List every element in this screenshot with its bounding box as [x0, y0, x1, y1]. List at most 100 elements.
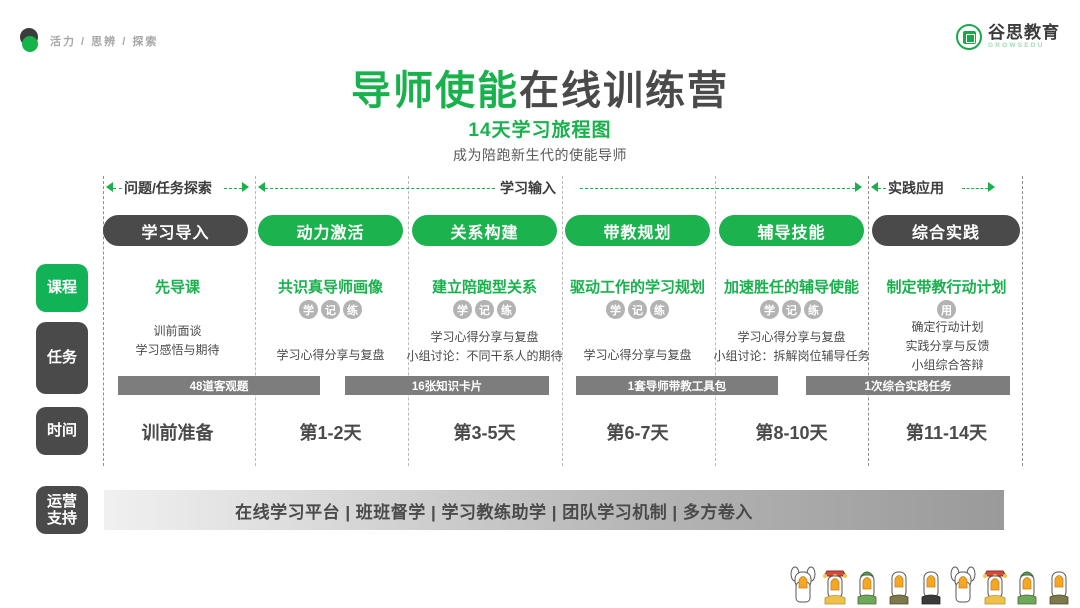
task-list-1: 训前面谈 学习感悟与期待	[90, 322, 265, 360]
task-item: 训前面谈	[153, 324, 202, 338]
badge-practice: 练	[497, 300, 516, 319]
stage-pill-1[interactable]: 学习导入	[103, 215, 248, 246]
badge-group-2: 学 记 练	[253, 300, 408, 319]
divider-phase-end	[1022, 176, 1023, 466]
phase-line-1b	[224, 188, 242, 189]
page-title-dark: 在线训练营	[519, 69, 729, 113]
page-title: 导师使能在线训练营	[0, 58, 1080, 116]
phase-line-2a	[265, 188, 495, 189]
stage-pill-3[interactable]: 关系构建	[412, 215, 557, 246]
course-name-3: 建立陪跑型关系	[431, 279, 537, 296]
phase-line-2b	[580, 188, 855, 189]
badge-practice: 练	[804, 300, 823, 319]
phase-label-1: 问题/任务探索	[124, 180, 212, 196]
divider-col-5	[868, 176, 869, 466]
row-label-course: 课程	[36, 264, 88, 312]
divider-col-3	[562, 176, 563, 466]
row-label-support-line2: 支持	[46, 510, 77, 527]
course-name-1: 先导课	[154, 279, 200, 296]
deliverable-bar-2: 16张知识卡片	[345, 376, 549, 395]
time-cell-3: 第3-5天	[453, 423, 516, 443]
task-list-4: 学习心得分享与复盘	[550, 346, 725, 365]
task-list-6: 确定行动计划 实践分享与反馈 小组综合答辩	[860, 318, 1035, 376]
brand-tagline: 活力 / 思辨 / 探索	[50, 36, 159, 48]
arrow-right-icon-phase-3	[988, 182, 995, 192]
phase-label-2: 学习输入	[500, 180, 556, 196]
arrow-right-icon-phase-2	[855, 182, 862, 192]
task-item: 学习心得分享与复盘	[737, 330, 846, 344]
growsedu-mark-icon	[956, 24, 982, 50]
badge-group-6: 用	[869, 300, 1024, 319]
mascot-group	[788, 564, 1074, 606]
badge-group-3: 学 记 练	[407, 300, 562, 319]
logo-name-en: GROWSEDU	[988, 42, 1045, 50]
badge-practice: 练	[343, 300, 362, 319]
divider-col-2	[408, 176, 409, 466]
logo-name-cn: 谷思教育	[988, 23, 1060, 43]
row-label-time: 时间	[36, 407, 88, 455]
duck-mascot-icon	[823, 570, 847, 605]
task-list-3: 学习心得分享与复盘 小组讨论：不同干系人的期待	[397, 328, 572, 366]
duck-mascot-icon	[950, 566, 976, 603]
page-subtitle: 14天学习旅程图	[468, 120, 612, 141]
journey-board: 问题/任务探索 学习输入 实践应用 课程 任务 时间 学习导入 先导课 训前面谈…	[0, 176, 1080, 476]
top-bar: 活力 / 思辨 / 探索 谷思教育 GROWSEDU	[0, 0, 1080, 62]
stage-pill-2[interactable]: 动力激活	[258, 215, 403, 246]
task-item: 实践分享与反馈	[905, 339, 990, 354]
support-banner-text: 在线学习平台 | 班班督学 | 学习教练助学 | 团队学习机制 | 多方卷入	[235, 502, 753, 522]
duck-mascot-icon	[889, 571, 909, 605]
arrow-left-icon-phase-3	[871, 182, 878, 192]
arrow-left-icon-phase-1	[106, 182, 113, 192]
phase-line-3b	[962, 188, 988, 189]
duck-mascot-icon	[921, 571, 941, 605]
course-name-5: 加速胜任的辅导使能	[723, 279, 859, 296]
divider-col-1	[255, 176, 256, 466]
task-item: 学习感悟与期待	[135, 343, 220, 358]
time-cell-5: 第8-10天	[755, 423, 828, 443]
badge-learn: 学	[453, 300, 472, 319]
badge-apply: 用	[937, 300, 956, 319]
task-item: 学习心得分享与复盘	[583, 348, 692, 362]
support-row: 运营 支持 在线学习平台 | 班班督学 | 学习教练助学 | 团队学习机制 | …	[0, 482, 1080, 538]
badge-note: 记	[782, 300, 801, 319]
row-label-support: 运营 支持	[36, 486, 88, 534]
badge-practice: 练	[650, 300, 669, 319]
time-cell-2: 第1-2天	[299, 423, 362, 443]
row-label-task: 任务	[36, 322, 88, 394]
duck-mascot-icon	[983, 570, 1007, 605]
time-cell-4: 第6-7天	[606, 423, 669, 443]
arrow-right-icon-phase-1	[242, 182, 249, 192]
stage-pill-4[interactable]: 带教规划	[565, 215, 710, 246]
course-name-2: 共识真导师画像	[277, 279, 383, 296]
time-cell-1: 训前准备	[141, 423, 214, 443]
task-list-2: 学习心得分享与复盘	[243, 346, 418, 365]
divider-phase-start	[103, 176, 104, 466]
deliverable-bar-1: 48道客观题	[118, 376, 320, 395]
stage-pill-6[interactable]: 综合实践	[872, 215, 1020, 246]
duck-mascot-icon	[790, 566, 816, 603]
brand-dot-icon	[20, 28, 38, 52]
task-list-5: 学习心得分享与复盘 小组讨论：拆解岗位辅导任务	[704, 328, 879, 366]
task-item: 确定行动计划	[911, 320, 984, 334]
badge-learn: 学	[760, 300, 779, 319]
badge-group-4: 学 记 练	[560, 300, 715, 319]
course-name-4: 驱动工作的学习规划	[569, 279, 705, 296]
arrow-left-icon-phase-2	[258, 182, 265, 192]
task-item: 学习心得分享与复盘	[276, 348, 385, 362]
divider-col-4	[715, 176, 716, 466]
deliverable-bar-4: 1次综合实践任务	[806, 376, 1010, 395]
time-cell-6: 第11-14天	[905, 423, 988, 443]
stage-pill-5[interactable]: 辅导技能	[719, 215, 864, 246]
duck-mascot-icon	[1049, 571, 1069, 605]
task-item: 小组讨论：不同干系人的期待	[406, 349, 563, 364]
page-title-green: 导师使能	[351, 69, 519, 113]
duck-mascot-icon	[1017, 571, 1037, 605]
phase-row: 问题/任务探索 学习输入 实践应用	[0, 176, 1080, 204]
task-item: 小组讨论：拆解岗位辅导任务	[713, 349, 870, 364]
badge-note: 记	[321, 300, 340, 319]
duck-mascot-icon	[857, 571, 877, 605]
badge-learn: 学	[606, 300, 625, 319]
badge-note: 记	[628, 300, 647, 319]
company-logo: 谷思教育 GROWSEDU	[956, 24, 1060, 50]
